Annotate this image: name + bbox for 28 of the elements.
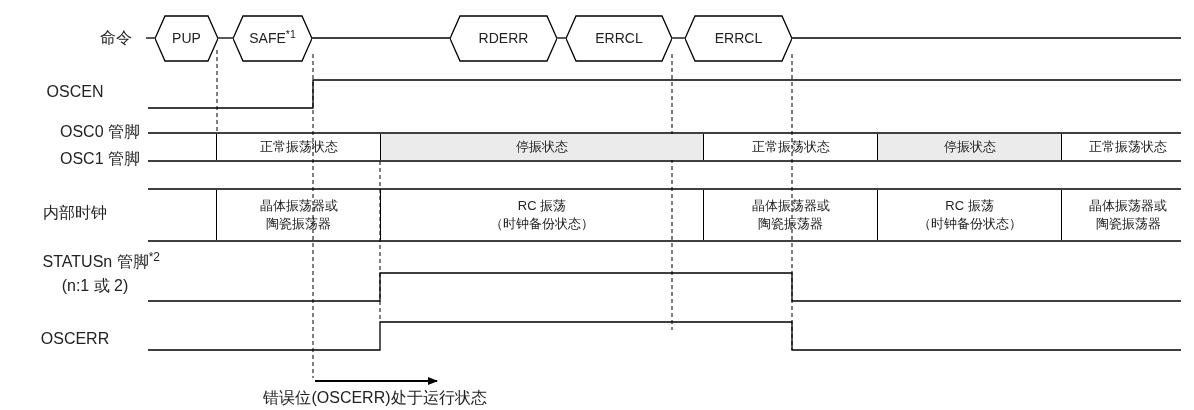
state-band: RC 振荡 （时钟备份状态） <box>380 190 703 240</box>
signal-name: 命令 <box>99 28 132 48</box>
command-hexagon: ERRCL <box>566 15 672 62</box>
signal-name: 内部时钟 <box>42 203 108 223</box>
state-band: 晶体振荡器或陶瓷振荡器 <box>703 190 877 240</box>
command-hexagon: SAFE$^{*1}$ <box>233 15 312 62</box>
signal-name: OSCEN <box>45 82 105 102</box>
bus-line <box>145 37 156 39</box>
bus-line <box>556 37 567 39</box>
bus-line <box>311 37 451 39</box>
signal-name: OSC0 管脚 <box>59 122 140 142</box>
signal-name: OSC1 管脚 <box>59 149 140 169</box>
state-band: RC 振荡 （时钟备份状态） <box>877 190 1061 240</box>
bus-line <box>671 37 686 39</box>
signal-name: OSCERR <box>39 329 111 349</box>
state-band: 晶体振荡器或陶瓷振荡器 <box>1061 190 1194 240</box>
state-band: 正常振荡状态 <box>1061 134 1194 160</box>
bus-line <box>791 37 1182 39</box>
signal-name: (n:1 或 2) <box>60 276 130 296</box>
command-hexagon: ERRCL <box>685 15 792 62</box>
state-band: 停振状态 <box>380 134 703 160</box>
command-hexagon: RDERR <box>450 15 557 62</box>
bus-line <box>217 37 234 39</box>
state-band: 停振状态 <box>877 134 1061 160</box>
state-band: 晶体振荡器或陶瓷振荡器 <box>216 190 380 240</box>
annotation-text: 错误位(OSCERR)处于运行状态 <box>262 388 488 408</box>
signal-name: STATUSn 管脚$^{*2}$ <box>41 252 160 272</box>
command-hexagon: PUP <box>155 15 218 62</box>
